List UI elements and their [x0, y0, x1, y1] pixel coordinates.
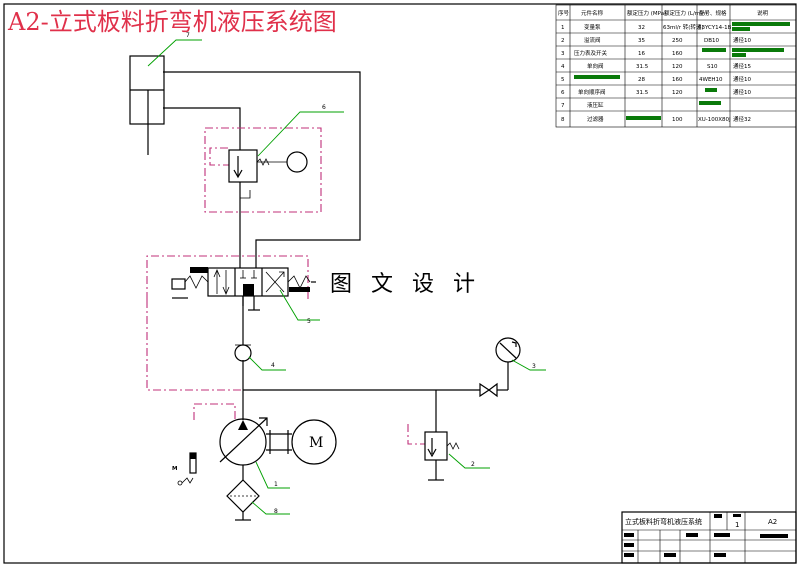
drawing-title: A2-立式板料折弯机液压系统图	[7, 8, 337, 36]
table-row-3-name: 压力表及开关	[574, 49, 608, 57]
table-row-1-flow: 63ml/r 转(转速)	[663, 23, 704, 31]
title-block-drawing-name: 立式板料折弯机液压系统	[625, 517, 702, 526]
table-row-7-name: 液压缸	[587, 101, 604, 109]
electric-motor: M	[291, 419, 337, 465]
table-row-8-flow: 100	[672, 117, 683, 123]
table-row-4-no: 4	[561, 64, 565, 70]
table-header-model: 型号、规格	[699, 9, 727, 17]
table-row-4-flow: 120	[672, 64, 683, 70]
table-row-6-no: 6	[561, 90, 565, 96]
table-row-5-note: 通径10	[733, 75, 751, 83]
table-row-1-no: 1	[561, 25, 565, 31]
table-row-7-no: 7	[561, 103, 565, 109]
table-header-name: 元件名称	[581, 9, 604, 17]
table-row-2-no: 2	[561, 38, 565, 44]
callout-7: 7	[186, 32, 190, 39]
table-row-4-model: S10	[707, 64, 718, 70]
table-row-3-pressure: 16	[638, 51, 645, 57]
table-row-5-flow: 160	[672, 77, 683, 83]
table-row-4-note: 通径15	[733, 62, 751, 70]
table-header-flow: 额定压力 (L/min)	[664, 9, 707, 17]
parts-table: 序号 元件名称 额定压力 (MPa) 额定压力 (L/min) 型号、规格 说明…	[555, 4, 797, 128]
directional-control-valve	[171, 267, 316, 311]
table-row-2-model: DB10	[704, 38, 720, 44]
check-valve	[234, 344, 252, 362]
table-row-8-name: 过滤器	[587, 115, 604, 123]
variable-displacement-pump	[219, 417, 292, 466]
table-row-6-name: 单向顺序阀	[578, 88, 606, 96]
callout-2: 2	[471, 461, 475, 468]
svg-text:M: M	[172, 466, 177, 472]
callout-8: 8	[274, 508, 278, 515]
table-row-4-pressure: 31.5	[636, 64, 649, 70]
filter	[226, 479, 260, 513]
sequence-valve	[228, 149, 308, 199]
table-header-note: 说明	[757, 9, 769, 17]
relief-valve	[424, 431, 460, 461]
title-block-count: 1	[735, 521, 739, 529]
table-row-2-pressure: 35	[638, 38, 645, 44]
table-row-2-flow: 250	[672, 38, 683, 44]
callout-3: 3	[532, 363, 536, 370]
drawing-frame	[3, 3, 797, 564]
title-block: 立式板料折弯机液压系统 A2 1	[621, 511, 797, 564]
hydraulic-cylinder	[129, 55, 165, 125]
pilot-lines	[146, 127, 425, 445]
table-row-2-note: 通径10	[733, 36, 751, 44]
table-row-1-model: 63YCY14-1B	[698, 25, 732, 31]
table-row-3-no: 3	[561, 51, 565, 57]
callout-1: 1	[274, 481, 278, 488]
table-row-5-model: 4WEH10	[699, 77, 723, 83]
table-row-5-pressure: 28	[638, 77, 645, 83]
callout-4: 4	[271, 362, 275, 369]
table-row-5-no: 5	[561, 77, 565, 83]
hydraulic-lines	[147, 71, 509, 521]
table-row-6-pressure: 31.5	[636, 90, 649, 96]
table-row-2-name: 溢流阀	[584, 36, 601, 44]
table-header-no: 序号	[558, 9, 570, 17]
table-row-1-pressure: 32	[638, 25, 645, 31]
table-row-6-flow: 120	[672, 90, 683, 96]
solenoid-symbol: M	[172, 452, 197, 486]
callout-5: 5	[307, 318, 311, 325]
table-row-6-note: 通径10	[733, 88, 751, 96]
callout-6: 6	[322, 104, 326, 111]
callout-numbers: 7 6 5 4 3 2 1 8	[186, 32, 536, 515]
title-block-sheet-size: A2	[768, 518, 777, 526]
table-row-3-flow: 160	[672, 51, 683, 57]
table-row-8-model: XU-100X80J	[698, 117, 731, 123]
table-row-8-note: 通径32	[733, 115, 751, 123]
table-header-pressure: 额定压力 (MPa)	[627, 9, 666, 17]
table-row-1-name: 变量泵	[584, 23, 601, 31]
table-row-8-no: 8	[561, 117, 565, 123]
callout-leaders	[147, 39, 546, 515]
gauge-shutoff-valve	[479, 382, 498, 398]
motor-label: M	[309, 435, 323, 451]
pressure-gauge	[495, 337, 521, 363]
table-row-4-name: 单向阀	[587, 62, 604, 70]
watermark-text: 图 文 设 计	[330, 272, 481, 297]
